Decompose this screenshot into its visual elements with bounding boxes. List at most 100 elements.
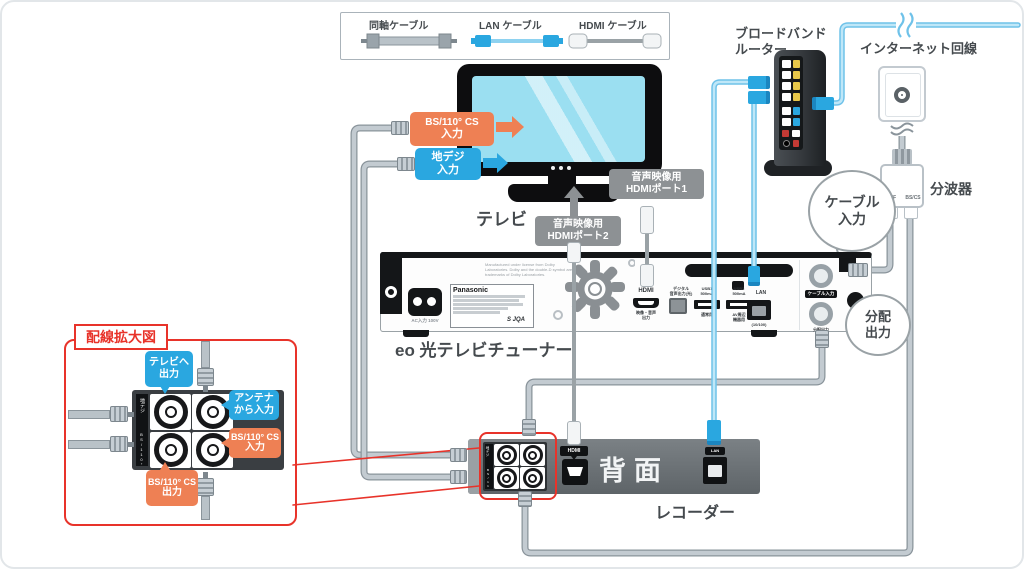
enlarged-side-strip: 地デジ BS/110°CS [136, 394, 148, 466]
fconn-recorder-bottom [518, 491, 532, 507]
splitter-leg-bscs [904, 207, 918, 219]
router [762, 48, 834, 178]
terminal-side-top-label: 地デジ [486, 446, 490, 457]
enl-cable-bottom-shaft [201, 496, 210, 520]
cable-legend: 同軸ケーブル LAN ケーブル HDMI ケーブル [340, 12, 670, 60]
coax-break-mark [890, 122, 914, 136]
recorder-panel-label: 背面 [599, 456, 669, 486]
bs-cs-input-badge: BS/110° CS 入力 [410, 112, 494, 146]
legend-coax-label: 同軸ケーブル [369, 21, 429, 32]
rec-term-tr [520, 444, 545, 466]
terminal-highlight-box [479, 432, 557, 500]
enl-antenna-in-line1: アンテナ [234, 393, 274, 405]
tuner-lan-label: LAN [755, 290, 767, 296]
rec-term-br [520, 467, 545, 489]
gray-arrow-up [564, 186, 584, 216]
recorder-hdmi-tag-arrow [571, 456, 577, 460]
fconn-recorder-left-bottom [450, 470, 467, 484]
tuner-lan-port [747, 300, 771, 320]
tuner-lan-sublabel: (10/100) [751, 322, 767, 327]
enl-bscs-out-tail [160, 462, 170, 470]
splitter-nut [892, 149, 912, 165]
enl-bscs-out-badge: BS/110° CS 出力 [146, 470, 198, 506]
recorder-lan-port [703, 457, 727, 484]
lan-plug-router-wan [812, 97, 834, 110]
vent-slot [685, 264, 793, 277]
orange-arrow-right [496, 116, 524, 138]
enl-tv-out-line1: テレビへ [149, 357, 189, 369]
dist-out-bubble-line2: 出力 [864, 325, 891, 340]
router-label: ブロードバンド ルーター [735, 26, 827, 57]
recorder: 地デジ BS/110°CS HDMI 背面 LAN [468, 439, 760, 494]
usb1-port [694, 300, 720, 309]
enl-bscs-in-badge: BS/110° CS 入力 [229, 428, 281, 458]
enl-bscs-in-line2: 入力 [245, 442, 265, 454]
terminal-side-strip: 地デジ BS/110°CS [485, 444, 493, 489]
enl-cable-left2-shaft [68, 440, 110, 449]
chideji-input-line1: 地デジ [431, 151, 465, 164]
dolby-text: Manufactured under license from Dolby La… [485, 262, 573, 278]
jqa-mark: S JQA [507, 317, 526, 323]
tv-label: テレビ [476, 210, 527, 229]
cable-in-bubble-line1: ケーブル [824, 194, 880, 211]
coax-cable-icon [361, 33, 457, 49]
enl-term-tl [150, 394, 191, 430]
enl-cable-left1-pin [128, 412, 134, 417]
blue-arrow-right [483, 153, 509, 173]
enlarged-side-top-label: 地デジ [139, 398, 145, 413]
hdmi-port1-line2: HDMIポート1 [625, 184, 688, 195]
hdmi-port2-badge: 音声映像用 HDMIポート2 [535, 216, 621, 246]
enlarged-terminal-block: 地デジ BS/110°CS [132, 390, 284, 470]
enl-term-tr [192, 394, 233, 430]
dist-out-terminal [809, 302, 833, 326]
wall-outlet [878, 66, 926, 122]
hdmi-cable-icon [568, 33, 662, 49]
legend-hdmi-label: HDMI ケーブル [579, 21, 647, 32]
digital-sub1: デジタル [673, 286, 689, 291]
digital-audio-port [669, 298, 687, 314]
tuner-label: eo 光テレビチューナー [395, 341, 573, 360]
terminal-divider [799, 260, 800, 330]
enlarged-title: 配線拡大図 [86, 329, 156, 345]
enl-antenna-in-badge: アンテナ から入力 [229, 390, 279, 420]
usb1-label: USB1 500mA [691, 286, 723, 296]
wall-outlet-inner [885, 73, 921, 117]
recorder-hdmi-port [562, 459, 588, 485]
tv-screen [472, 76, 645, 162]
enl-tv-out-badge: テレビへ 出力 [145, 351, 193, 387]
enl-bscs-in-tail [221, 438, 229, 448]
hdmi-sub2: 出力 [642, 315, 650, 320]
internet-break-mark [896, 12, 916, 38]
tuner-foot-right [751, 330, 777, 337]
hdmi-port1-badge: 音声映像用 HDMIポート1 [609, 169, 704, 199]
fconn-tv-bscs [391, 121, 409, 135]
bs-cs-input-line2: 入力 [441, 128, 463, 141]
ac-inlet [408, 288, 442, 316]
tuner-left-cap [380, 252, 402, 314]
fconn-recorder-top [522, 419, 536, 436]
bs-cs-input-line1: BS/110° CS [425, 116, 479, 128]
brand-text: Panasonic [453, 287, 489, 294]
cable-in-bubble-line2: 入力 [838, 211, 866, 227]
enl-antenna-in-line2: から入力 [234, 405, 274, 416]
lan-plug-tuner [748, 266, 760, 286]
enl-term-bl [150, 432, 191, 468]
rec-term-bl [494, 467, 519, 489]
tuner-foot-left [403, 330, 429, 337]
hdmi-out-port [633, 298, 659, 308]
fconn-tuner-cable-in [848, 263, 868, 277]
enlarged-diagram: 地デジ BS/110°CS テレビへ 出力 アンテナ か [64, 339, 293, 522]
digital-sub2: 音声出力(光) [669, 291, 693, 296]
splitter-label: 分波器 [930, 181, 972, 197]
ac-label: AC入力 100V [411, 318, 439, 323]
digital-audio-label: デジタル 音声出力(光) [661, 286, 701, 296]
hdmi-port1-line1: 音声映像用 [631, 172, 682, 184]
rating-label: Panasonic S JQA [450, 284, 534, 328]
fconn-tv-chideji [397, 157, 415, 171]
usb1-l2: 500mA [700, 291, 714, 296]
dist-out-bubble: 分配 出力 [845, 294, 911, 356]
tv-stand-neck [548, 175, 576, 186]
hdmi-port2-line1: 音声映像用 [553, 219, 603, 231]
usb1-sublabel: 通常用 [701, 312, 713, 317]
